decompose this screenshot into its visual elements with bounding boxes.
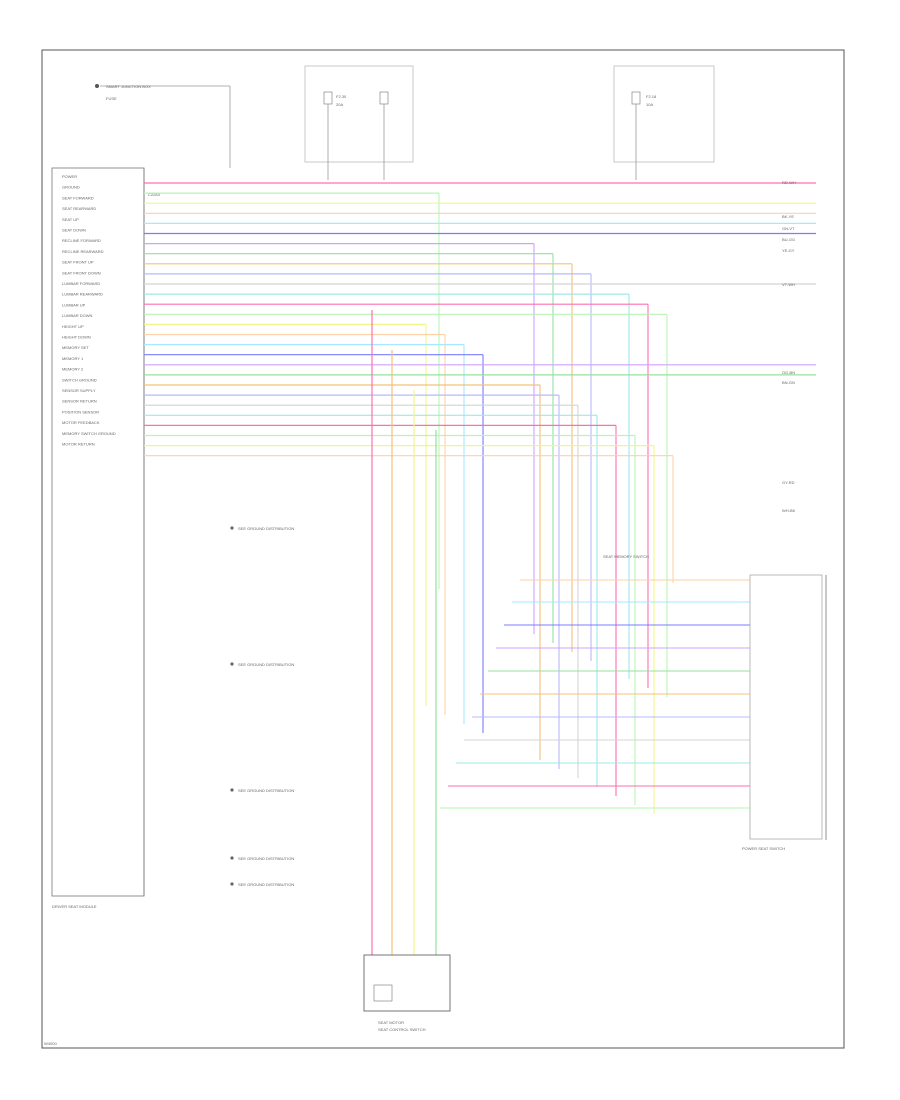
left-pin-label: SEAT DOWN — [62, 228, 86, 233]
right-wire-label: VT-WH — [782, 282, 795, 287]
left-pin-label: MOTOR FEEDBACK — [62, 420, 100, 425]
left-pin-label: SENSOR RETURN — [62, 399, 97, 404]
module-label: DRIVER SEAT MODULE — [52, 904, 97, 909]
callout-dot — [230, 662, 234, 666]
callout-dot — [230, 856, 234, 860]
left-pin-label: MEMORY 2 — [62, 367, 84, 372]
callout-note: SEE GROUND DISTRIBUTION — [238, 526, 294, 531]
left-pin-labels: POWER GROUND SEAT FORWARD SEAT REARWARD SEAT… — [62, 174, 116, 447]
footer-code: W4000 — [44, 1041, 57, 1046]
right-wire-label: GN-VT — [782, 226, 795, 231]
callout-note: SEE GROUND DISTRIBUTION — [238, 788, 294, 793]
left-pin-label: POWER — [62, 174, 77, 179]
diagram-frame — [41, 49, 845, 1049]
left-pin-label: MEMORY 1 — [62, 356, 84, 361]
left-pin-label: RECLINE REARWARD — [62, 249, 104, 254]
fuse-right-amps: 10A — [646, 102, 653, 107]
left-pin-label: SWITCH GROUND — [62, 377, 97, 382]
note-smart-junction: SMART JUNCTION BOX — [106, 84, 151, 89]
left-pin-label: SEAT FRONT UP — [62, 260, 94, 265]
note-seat-memory-switch: SEAT MEMORY SWITCH — [603, 554, 649, 559]
left-pin-label: MEMORY SWITCH GROUND — [62, 431, 116, 436]
seat-motor-connector: SEAT MOTOR SEAT CONTROL SWITCH — [363, 954, 451, 1032]
left-pin-label: SEAT FORWARD — [62, 195, 94, 200]
left-pin-label: GROUND — [62, 185, 80, 190]
note-fuse: FUSE — [106, 96, 117, 101]
left-pin-label: LUMBAR FORWARD — [62, 281, 100, 286]
fuse-block-left: F2.30 20A — [304, 65, 414, 180]
top-left-feed: SMART JUNCTION BOX FUSE — [95, 84, 231, 168]
callout-note: SEE GROUND DISTRIBUTION — [238, 856, 294, 861]
callout-note: SEE GROUND DISTRIBUTION — [238, 662, 294, 667]
right-wire-label: BK-YE — [782, 214, 794, 219]
callout-dot — [230, 526, 234, 530]
left-pin-label: RECLINE FORWARD — [62, 238, 101, 243]
switch-block: POWER SEAT SWITCH SEAT MEMORY SWITCH — [603, 554, 827, 851]
callout-dot — [230, 882, 234, 886]
left-pin-label: MEMORY SET — [62, 345, 89, 350]
fuse-right-name: F2.18 — [646, 94, 657, 99]
left-pin-label: HEIGHT UP — [62, 324, 84, 329]
callout-note: SEE GROUND DISTRIBUTION — [238, 882, 294, 887]
left-pin-label: HEIGHT DOWN — [62, 335, 91, 340]
right-wire-label: OG-BN — [782, 370, 795, 375]
ground-callouts: SEE GROUND DISTRIBUTION SEE GROUND DISTRI… — [230, 526, 294, 887]
callout-dot — [230, 788, 234, 792]
fuse-left-name: F2.30 — [336, 94, 347, 99]
left-pin-label: SENSOR SUPPLY — [62, 388, 96, 393]
left-pin-label: SEAT REARWARD — [62, 206, 96, 211]
switch-label: POWER SEAT SWITCH — [742, 846, 785, 851]
connector-label-left: C2283 — [148, 192, 161, 197]
right-wire-label: BN-GN — [782, 380, 795, 385]
note-seat-motor: SEAT MOTOR — [378, 1020, 404, 1025]
left-pin-label: SEAT FRONT DOWN — [62, 270, 101, 275]
module-connector-outline — [51, 167, 145, 897]
left-pin-label: LUMBAR DOWN — [62, 313, 93, 318]
right-wire-label: RD-WH — [782, 180, 796, 185]
left-pin-label: MOTOR RETURN — [62, 442, 95, 447]
right-wire-labels: RD-WH BK-YE GN-VT BU-OG YE-GY VT-WH OG-BN BN-GN… — [782, 180, 796, 513]
right-wire-label: YE-GY — [782, 248, 795, 253]
left-pin-label: SEAT UP — [62, 217, 79, 222]
left-pin-label: LUMBAR REARWARD — [62, 292, 103, 297]
left-pin-label: POSITION SENSOR — [62, 409, 99, 414]
right-wire-label: WH-BK — [782, 508, 796, 513]
fuse-block-right: F2.18 10A — [613, 65, 715, 180]
note-seat-control: SEAT CONTROL SWITCH — [378, 1027, 426, 1032]
left-pin-label: LUMBAR UP — [62, 302, 86, 307]
right-wire-label: BU-OG — [782, 237, 795, 242]
right-wire-label: GY-RD — [782, 480, 795, 485]
wire-harness — [144, 182, 816, 955]
fuse-left-amps: 20A — [336, 102, 343, 107]
